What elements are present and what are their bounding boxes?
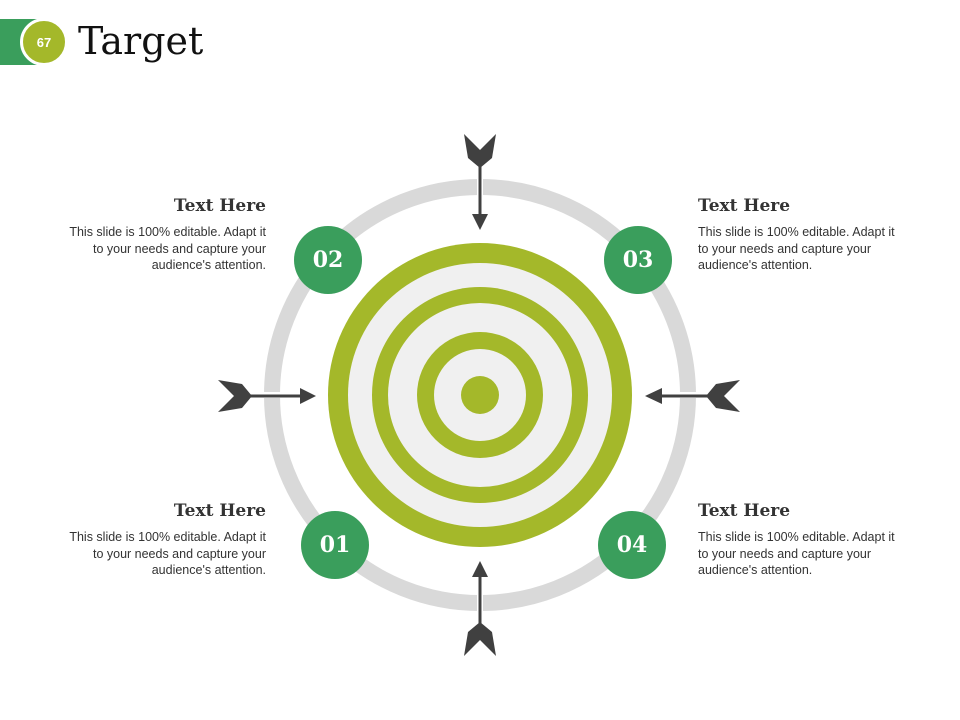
arrow-top-icon xyxy=(464,134,496,230)
marker-01: 01 xyxy=(301,511,369,579)
block-heading: Text Here xyxy=(698,501,791,521)
block-body: This slide is 100% editable. Adapt it to… xyxy=(698,530,895,577)
arrow-left-icon xyxy=(218,380,316,412)
target-bullseye xyxy=(461,376,499,414)
block-body: This slide is 100% editable. Adapt it to… xyxy=(69,530,266,577)
block-heading: Text Here xyxy=(173,501,266,521)
marker-02: 02 xyxy=(294,226,362,294)
block-heading: Text Here xyxy=(173,196,266,216)
block-heading: Text Here xyxy=(698,196,791,216)
arrow-right-icon xyxy=(645,380,740,412)
page-number-badge: 67 xyxy=(20,18,68,66)
arrow-bottom-icon xyxy=(464,561,496,656)
text-block-bottom-right: Text Here This slide is 100% editable. A… xyxy=(698,501,908,579)
block-body: This slide is 100% editable. Adapt it to… xyxy=(698,225,895,272)
marker-04: 04 xyxy=(598,511,666,579)
text-block-top-left: Text Here This slide is 100% editable. A… xyxy=(56,196,266,274)
slide-title: Target xyxy=(78,19,204,63)
text-block-bottom-left: Text Here This slide is 100% editable. A… xyxy=(56,501,266,579)
marker-03: 03 xyxy=(604,226,672,294)
text-block-top-right: Text Here This slide is 100% editable. A… xyxy=(698,196,908,274)
block-body: This slide is 100% editable. Adapt it to… xyxy=(69,225,266,272)
